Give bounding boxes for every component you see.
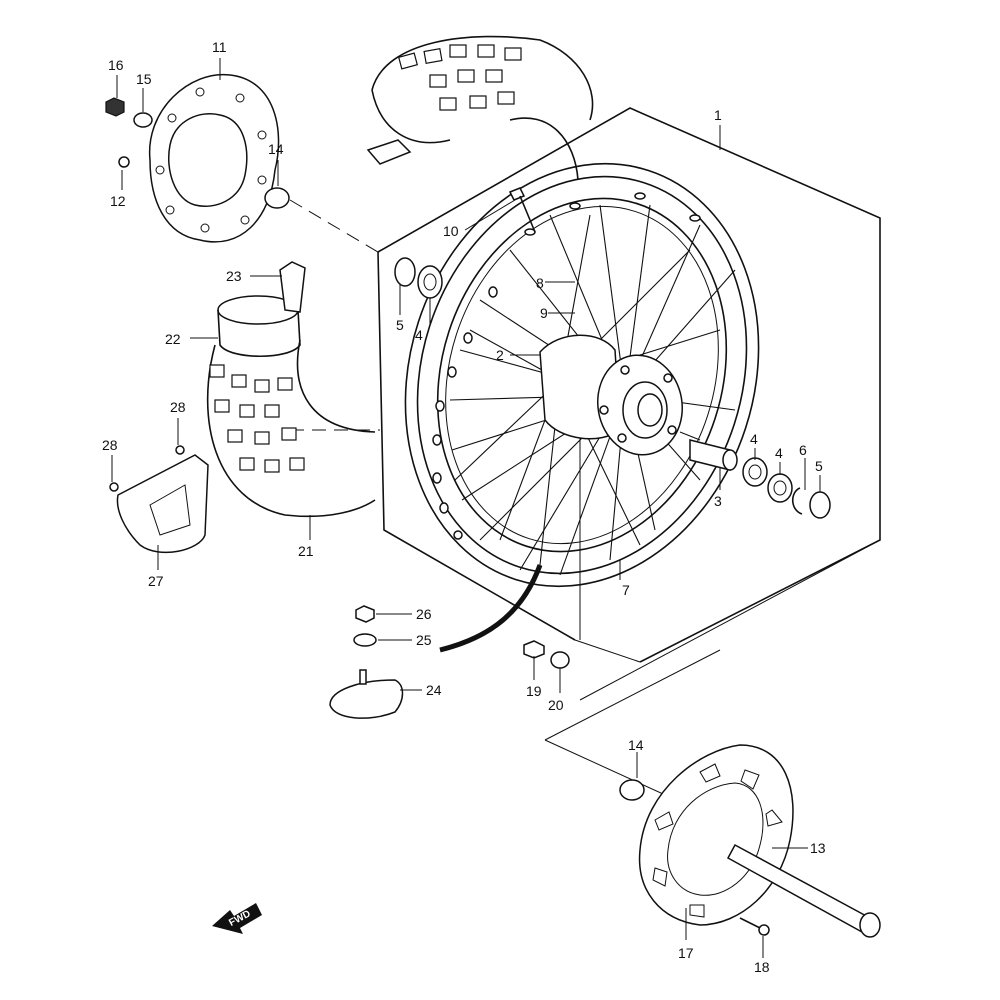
inner-tube: [217, 295, 301, 358]
callout-14-top: 14: [268, 141, 284, 157]
callout-10: 10: [443, 223, 459, 239]
rim-lock: [329, 669, 404, 719]
callout-9: 9: [540, 305, 548, 321]
callout-5-left: 5: [396, 317, 404, 333]
callout-26: 26: [416, 606, 432, 622]
callout-28-upper: 28: [170, 399, 186, 415]
valve-washer: [353, 633, 377, 647]
rear-sprocket: [638, 744, 794, 926]
disc-washer: [133, 112, 153, 128]
callout-6: 6: [799, 442, 807, 458]
callout-13: 13: [810, 840, 826, 856]
rim-strip-tail: [439, 564, 543, 653]
callout-17: 17: [678, 945, 694, 961]
callout-labels: 1 2 3 4 4 4 5 5 6 7 8 9 10 11 12 13 14 1…: [102, 39, 826, 975]
sprocket-collar: [619, 779, 645, 801]
wheel-bearing-left: [417, 265, 443, 299]
leader-lines: [111, 58, 821, 958]
callout-7: 7: [622, 582, 630, 598]
rim-band: [279, 261, 306, 313]
oil-seal-right: [809, 491, 831, 519]
callout-18: 18: [754, 959, 770, 975]
disc-collar: [264, 187, 290, 209]
oil-seal-left: [394, 257, 416, 287]
callout-5-right: 5: [815, 458, 823, 474]
disc-nut: [105, 97, 125, 117]
wheel-bearing-right-1: [742, 457, 768, 487]
callout-27: 27: [148, 573, 164, 589]
hub-spacer: [689, 439, 738, 471]
rear-axle: [726, 843, 881, 938]
disc-guard: [109, 445, 209, 554]
callout-2: 2: [496, 347, 504, 363]
callout-28-lower: 28: [102, 437, 118, 453]
callout-20: 20: [548, 697, 564, 713]
callout-24: 24: [426, 682, 442, 698]
wheel-hub: [539, 334, 684, 456]
axle-nut: [523, 640, 545, 659]
callout-11: 11: [212, 39, 227, 55]
callout-1: 1: [714, 107, 722, 123]
callout-25: 25: [416, 632, 432, 648]
disc-bolt: [118, 156, 130, 168]
axle-washer: [550, 651, 570, 669]
callout-3: 3: [714, 493, 722, 509]
callout-19: 19: [526, 683, 542, 699]
callout-23: 23: [226, 268, 242, 284]
fwd-direction-arrow: FWD: [212, 903, 262, 934]
circlip: [791, 487, 803, 515]
callout-12: 12: [110, 193, 126, 209]
valve-nut: [355, 605, 375, 623]
wheel-rim: [404, 162, 760, 588]
callout-4-right-2: 4: [775, 445, 783, 461]
rim-spoke-holes: [432, 192, 701, 540]
tire: [206, 339, 376, 518]
callout-4-right-1: 4: [750, 431, 758, 447]
brake-disc: [148, 73, 280, 243]
tire-section-top: [366, 35, 594, 181]
wheel-bearing-right-2: [767, 473, 793, 503]
callout-15: 15: [136, 71, 152, 87]
wheel-assembly-box: [377, 107, 881, 701]
callout-4-left: 4: [415, 327, 423, 343]
callout-8: 8: [536, 275, 544, 291]
callout-22: 22: [165, 331, 181, 347]
callout-16: 16: [108, 57, 124, 73]
sprocket-bolt: [739, 917, 770, 936]
spoke-nipple: [508, 187, 536, 233]
callout-14-bottom: 14: [628, 737, 644, 753]
callout-21: 21: [298, 543, 314, 559]
